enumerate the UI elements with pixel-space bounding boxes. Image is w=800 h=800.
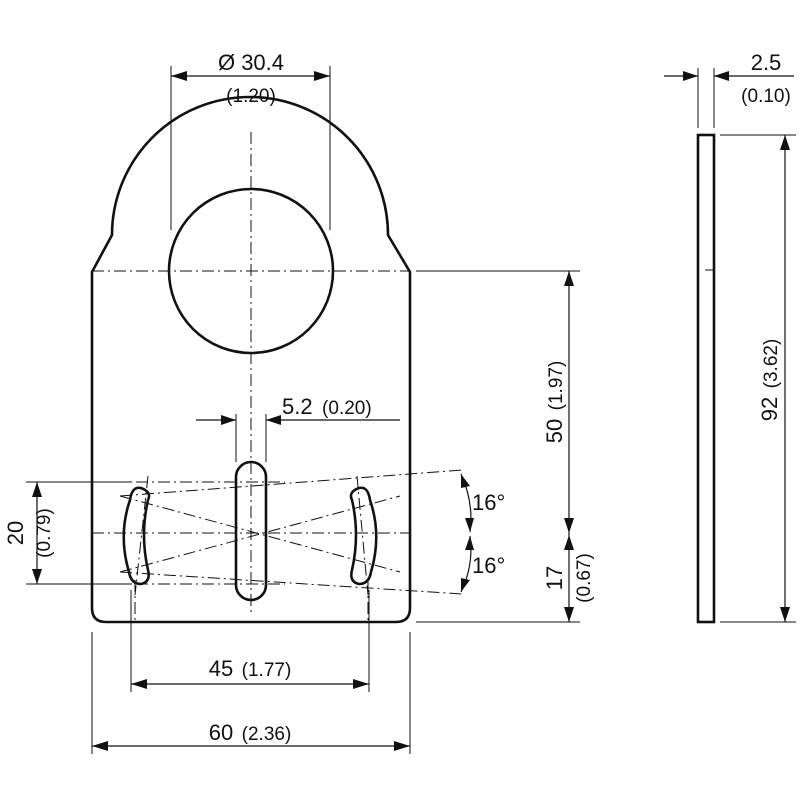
height-upper-label: 50: [542, 419, 567, 443]
bracket-side-view: [696, 133, 716, 624]
svg-text:60 (2.36): 60 (2.36): [209, 720, 292, 745]
height-upper-inch: (1.97): [546, 361, 567, 411]
dim-slot-width: 5.2 (0.20): [196, 394, 400, 462]
height-lower-label: 17: [542, 566, 567, 590]
hole-spacing-label: 45: [209, 656, 233, 681]
svg-text:5.2 (0.20): 5.2 (0.20): [282, 394, 372, 419]
width-inch: (2.36): [242, 724, 292, 745]
svg-text:92 (3.62): 92 (3.62): [757, 339, 782, 422]
dim-heights: 50 (1.97) 17 (0.67): [416, 270, 595, 623]
total-height-label: 92: [757, 397, 782, 421]
bracket-outline: [90, 95, 412, 624]
hole-spacing-inch: (1.77): [242, 660, 292, 681]
svg-text:50 (1.97): 50 (1.97): [542, 361, 567, 444]
svg-text:45 (1.77): 45 (1.77): [209, 656, 292, 681]
left-arc-slot: [122, 486, 151, 586]
width-label: 60: [209, 720, 233, 745]
side-profile: [696, 133, 716, 624]
dim-thickness: 2.5 (0.10): [664, 50, 794, 128]
slot-width-label: 5.2: [282, 394, 313, 419]
slot-height-inch: (0.79): [34, 508, 55, 558]
dim-hole-diameter: Ø 30.4 (1.20): [170, 50, 331, 230]
slot-height-label: 20: [3, 521, 28, 545]
total-height-inch: (3.62): [761, 339, 782, 389]
thickness-label: 2.5: [751, 50, 782, 75]
height-lower-inch: (0.67): [574, 553, 595, 603]
hole-diameter-label: Ø 30.4: [218, 50, 284, 75]
angle-bottom-label: 16°: [472, 553, 505, 578]
dim-width: 60 (2.36): [91, 632, 411, 754]
dim-angles: 16° 16°: [460, 473, 505, 593]
angle-top-label: 16°: [472, 490, 505, 515]
dim-hole-spacing: 45 (1.77): [130, 590, 370, 692]
right-arc-slot: [349, 486, 378, 586]
thickness-inch: (0.10): [741, 86, 791, 107]
dim-total-height: 92 (3.62): [720, 134, 796, 623]
dim-slot-height: 20 (0.79): [3, 481, 130, 585]
slot-width-inch: (0.20): [322, 398, 372, 419]
hole-diameter-inch: (1.20): [226, 86, 276, 107]
center-lines: [92, 132, 714, 622]
